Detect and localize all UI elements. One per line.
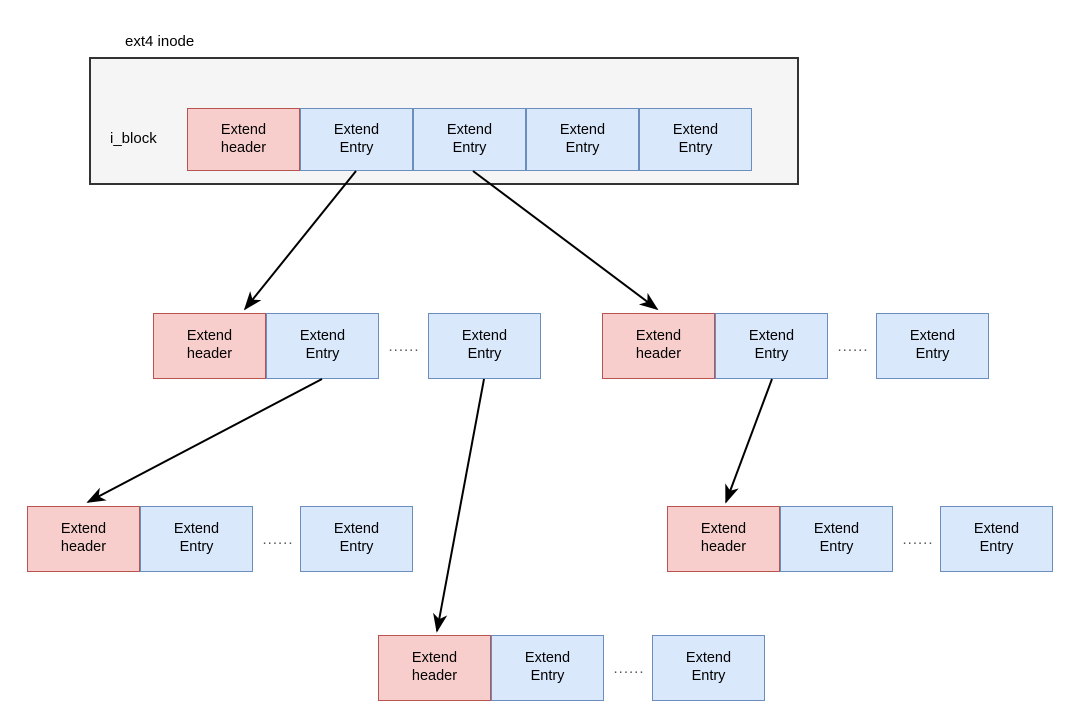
cell-line2: header	[700, 539, 747, 555]
cell-line2: Entry	[691, 668, 726, 684]
cell-line2: header	[411, 668, 458, 684]
level1-right-ellipsis: ......	[837, 337, 869, 355]
level2-left-ellipsis: ......	[262, 530, 294, 548]
cell-line2: header	[60, 539, 107, 555]
cell-line2: Entry	[467, 346, 502, 362]
cell-line1: Extend	[685, 650, 732, 667]
cell-line2: header	[635, 346, 682, 362]
cell-line2: Entry	[339, 139, 374, 156]
cell-line1: Extend	[559, 121, 606, 138]
cell-line2: Entry	[979, 539, 1014, 555]
level2-left-extent-header[interactable]: Extend header	[27, 506, 140, 572]
cell-line1: Extend	[60, 521, 107, 538]
cell-line1: Extend	[299, 328, 346, 345]
cell-line1: Extend	[909, 328, 956, 345]
arrow-level1-right-entry1-to-level2-right	[725, 378, 773, 504]
level1-left-extent-header[interactable]: Extend header	[153, 313, 266, 379]
cell-line1: Extend	[461, 328, 508, 345]
cell-line1: Extend	[411, 650, 458, 667]
cell-line2: Entry	[179, 539, 214, 555]
cell-line1: Extend	[973, 521, 1020, 538]
level1-left-extent-entry-1[interactable]: Extend Entry	[266, 313, 379, 379]
level2-right-extent-header[interactable]: Extend header	[667, 506, 780, 572]
cell-line2: Entry	[754, 346, 789, 362]
cell-line2: Entry	[915, 346, 950, 362]
level2-left-extent-entry-last[interactable]: Extend Entry	[300, 506, 413, 572]
cell-line2: Entry	[339, 539, 374, 555]
diagram-title: ext4 inode	[125, 33, 195, 50]
cell-line1: Extend	[333, 121, 380, 138]
cell-line2: Entry	[819, 539, 854, 555]
cell-line2: Entry	[530, 668, 565, 684]
level2-right-ellipsis: ......	[902, 530, 934, 548]
cell-line1: Extend	[813, 521, 860, 538]
level1-right-extent-entry-1[interactable]: Extend Entry	[715, 313, 828, 379]
cell-line1: Extend	[220, 121, 267, 138]
level2-right-extent-entry-last[interactable]: Extend Entry	[940, 506, 1053, 572]
cell-line2: Entry	[565, 139, 600, 156]
cell-line1: Extend	[748, 328, 795, 345]
cell-line1: Extend	[700, 521, 747, 538]
cell-line1: Extend	[672, 121, 719, 138]
arrow-level1-left-tail-to-level3-center	[433, 378, 485, 633]
arrow-level1-left-entry1-to-level2-left	[86, 378, 323, 503]
cell-line1: Extend	[333, 521, 380, 538]
inode-root-extent-entry-3[interactable]: Extend Entry	[526, 108, 639, 171]
inode-root-extent-entry-1[interactable]: Extend Entry	[300, 108, 413, 171]
level1-right-extent-entry-last[interactable]: Extend Entry	[876, 313, 989, 379]
cell-line2: header	[220, 139, 267, 156]
inode-root-extent-entry-4[interactable]: Extend Entry	[639, 108, 752, 171]
cell-line1: Extend	[524, 650, 571, 667]
level3-center-extent-entry-1[interactable]: Extend Entry	[491, 635, 604, 701]
level2-left-extent-entry-1[interactable]: Extend Entry	[140, 506, 253, 572]
cell-line2: Entry	[678, 139, 713, 156]
cell-line1: Extend	[635, 328, 682, 345]
level1-right-extent-header[interactable]: Extend header	[602, 313, 715, 379]
arrow-root-entry1-to-level1-left	[243, 170, 357, 311]
level3-center-extent-entry-last[interactable]: Extend Entry	[652, 635, 765, 701]
inode-root-extent-entry-2[interactable]: Extend Entry	[413, 108, 526, 171]
level1-left-ellipsis: ......	[388, 337, 420, 355]
cell-line1: Extend	[186, 328, 233, 345]
inode-root-extent-header[interactable]: Extend header	[187, 108, 300, 171]
arrow-root-entry2-to-level1-right	[472, 170, 659, 311]
cell-line1: Extend	[173, 521, 220, 538]
level3-center-ellipsis: ......	[613, 659, 645, 677]
cell-line2: Entry	[305, 346, 340, 362]
cell-line2: Entry	[452, 139, 487, 156]
cell-line2: header	[186, 346, 233, 362]
cell-line1: Extend	[446, 121, 493, 138]
i-block-label: i_block	[110, 130, 157, 147]
level2-right-extent-entry-1[interactable]: Extend Entry	[780, 506, 893, 572]
level3-center-extent-header[interactable]: Extend header	[378, 635, 491, 701]
level1-left-extent-entry-last[interactable]: Extend Entry	[428, 313, 541, 379]
